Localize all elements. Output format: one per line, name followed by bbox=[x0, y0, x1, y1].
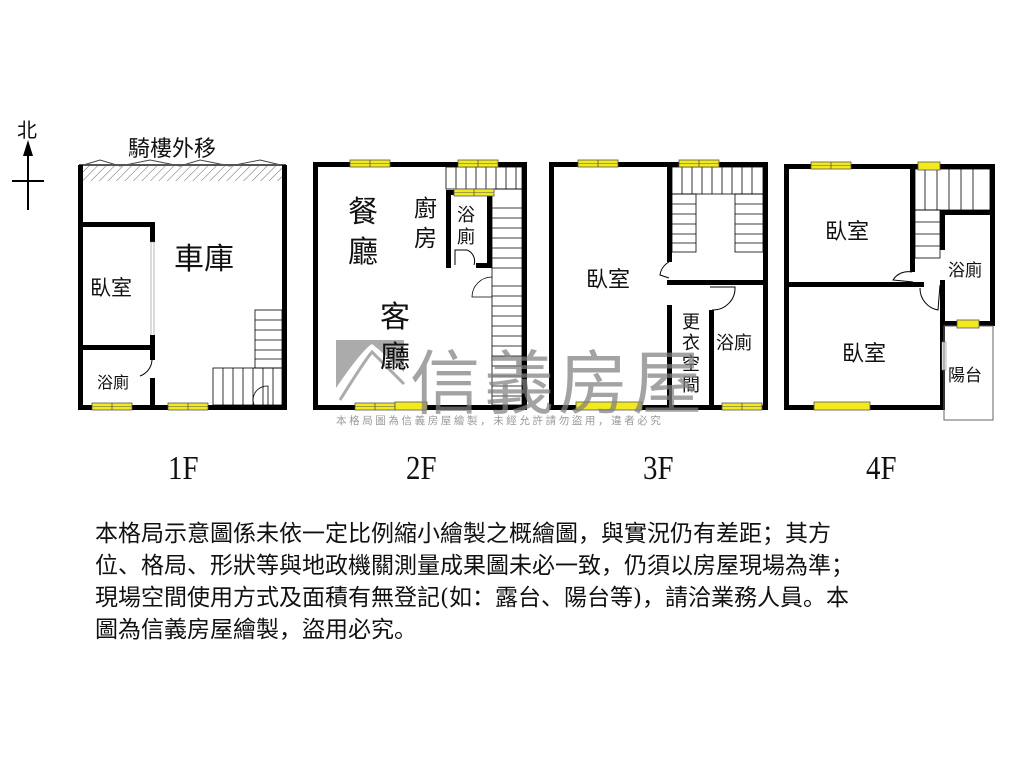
bathroom-4f-label: 浴廁 bbox=[948, 261, 982, 281]
bathroom-3f-label: 浴廁 bbox=[716, 333, 752, 354]
floor-4f-plan bbox=[784, 161, 995, 421]
disclaimer-line: 位、格局、形狀等與地政機關測量成果圖未必一致，仍須以房屋現場為準； bbox=[95, 553, 854, 579]
disclaimer-line: 本格局示意圖係未依一定比例縮小繪製之概繪圖，與實況仍有差距；其方 bbox=[95, 521, 831, 547]
balcony-label: 陽台 bbox=[948, 366, 982, 386]
floor-label-3f: 3F bbox=[643, 450, 674, 487]
living-room-label: 客 廳 bbox=[380, 300, 410, 375]
dining-room-label: 餐 廳 bbox=[348, 195, 378, 270]
floor-label-4f: 4F bbox=[866, 450, 897, 487]
bathroom-2f-label: 浴 廁 bbox=[457, 205, 475, 248]
bedroom-1f-label: 臥室 bbox=[90, 276, 132, 300]
disclaimer-line: 圖為信義房屋繪製，盜用必究。 bbox=[95, 617, 417, 643]
brand-watermark-logo-icon bbox=[336, 340, 406, 401]
kitchen-label: 廚 房 bbox=[414, 196, 437, 252]
floor-label-1f: 1F bbox=[168, 450, 199, 487]
floor-3f-plan bbox=[549, 159, 768, 411]
bedroom-3f-label: 臥室 bbox=[586, 268, 631, 293]
arcade-label: 騎樓外移 bbox=[128, 137, 217, 162]
north-arrow-icon bbox=[12, 140, 44, 210]
closet-label: 更 衣 空 間 bbox=[682, 312, 700, 396]
brand-watermark-text: 信義房屋 bbox=[410, 343, 706, 425]
garage-label: 車庫 bbox=[174, 242, 234, 277]
floor-label-2f: 2F bbox=[406, 450, 437, 487]
copyright-notice: 本格局圖為信義房屋繪製，未經允許請勿盜用，違者必究 bbox=[336, 415, 664, 427]
floor-2f-plan bbox=[313, 159, 527, 411]
bedroom-4f-south-label: 臥室 bbox=[842, 342, 887, 367]
compass-label: 北 bbox=[17, 118, 37, 142]
bathroom-1f-label: 浴廁 bbox=[97, 373, 130, 392]
bedroom-4f-north-label: 臥室 bbox=[825, 220, 870, 245]
disclaimer-line: 現場空間使用方式及面積有無登記(如：露台、陽台等)，請洽業務人員。本 bbox=[95, 585, 849, 611]
disclaimer-text: 本格局示意圖係未依一定比例縮小繪製之概繪圖，與實況仍有差距；其方 位、格局、形狀… bbox=[95, 518, 985, 646]
floor-1f-plan bbox=[78, 159, 287, 411]
